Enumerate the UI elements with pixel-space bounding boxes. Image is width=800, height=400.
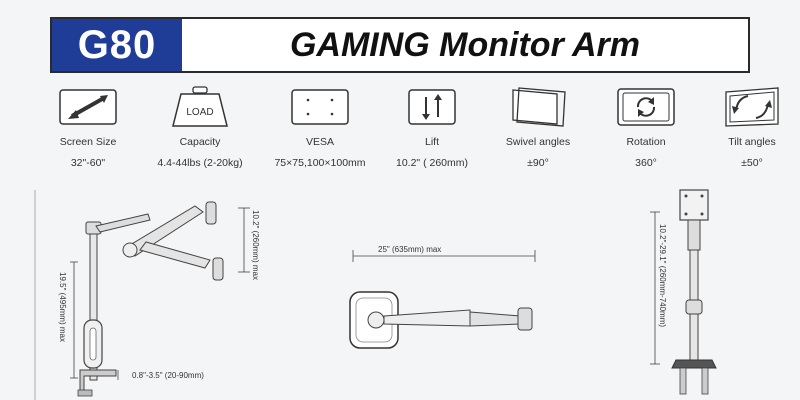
spec-label: Swivel angles	[505, 136, 571, 148]
front-height-dimension: 10.2"-29.1" (260mm-740mm)	[658, 224, 667, 327]
spec-label: Tilt angles	[728, 136, 776, 148]
spec-vesa: VESA 75×75,100×100mm	[260, 86, 380, 169]
side-lift-dimension: 10.2" (260mm) max	[251, 210, 260, 280]
header-banner: G80 GAMING Monitor Arm	[50, 17, 750, 73]
side-height-dimension: 19.5" (495mm) max	[58, 272, 67, 342]
spec-label: Rotation	[626, 136, 666, 148]
rotation-icon	[611, 86, 681, 128]
side-view-drawing: 10.2" (260mm) max 19.5" (495mm) max 0.8"…	[34, 190, 260, 400]
swivel-icon	[503, 86, 573, 128]
spec-capacity: LOAD Capacity 4.4-44lbs (2-20kg)	[140, 86, 260, 169]
spec-value: 32"-60"	[70, 157, 106, 169]
spec-lift: Lift 10.2" ( 260mm)	[372, 86, 492, 169]
product-title: GAMING Monitor Arm	[289, 25, 641, 64]
spec-label: Capacity	[179, 136, 221, 148]
tilt-icon	[717, 86, 787, 128]
spec-tilt: Tilt angles ±50°	[692, 86, 800, 169]
model-badge: G80	[52, 19, 182, 71]
lift-arrows-icon	[397, 86, 467, 128]
spec-label: VESA	[305, 136, 334, 148]
spec-value: ±90°	[527, 157, 549, 169]
drawing-svg: 10.2" (260mm) max 19.5" (495mm) max 0.8"…	[34, 189, 717, 400]
spec-value: 10.2" ( 260mm)	[395, 157, 468, 169]
front-view-drawing: 10.2"-29.1" (260mm-740mm)	[650, 189, 717, 395]
dimension-drawings: 10.2" (260mm) max 19.5" (495mm) max 0.8"…	[0, 180, 800, 400]
spec-swivel: Swivel angles ±90°	[478, 86, 598, 169]
spec-screen-size: Screen Size 32"-60"	[28, 86, 148, 169]
load-weight-icon: LOAD	[165, 86, 235, 128]
diagonal-arrow-icon	[53, 86, 123, 128]
top-reach-dimension: 25" (635mm) max	[378, 245, 441, 254]
spec-value: 360°	[635, 157, 657, 169]
spec-label: Screen Size	[59, 136, 117, 148]
spec-value: 4.4-44lbs (2-20kg)	[157, 157, 243, 169]
spec-rotation: Rotation 360°	[586, 86, 706, 169]
spec-value: 75×75,100×100mm	[274, 157, 366, 169]
load-label: LOAD	[186, 107, 213, 118]
vesa-plate-icon	[285, 86, 355, 128]
spec-row: Screen Size 32"-60" LOAD Capacity 4.4-44…	[28, 86, 779, 178]
spec-value: ±50°	[741, 157, 763, 169]
top-view-drawing: 25" (635mm) max	[349, 245, 536, 349]
clamp-range-dimension: 0.8"-3.5" (20-90mm)	[132, 371, 204, 380]
spec-label: Lift	[424, 136, 439, 148]
